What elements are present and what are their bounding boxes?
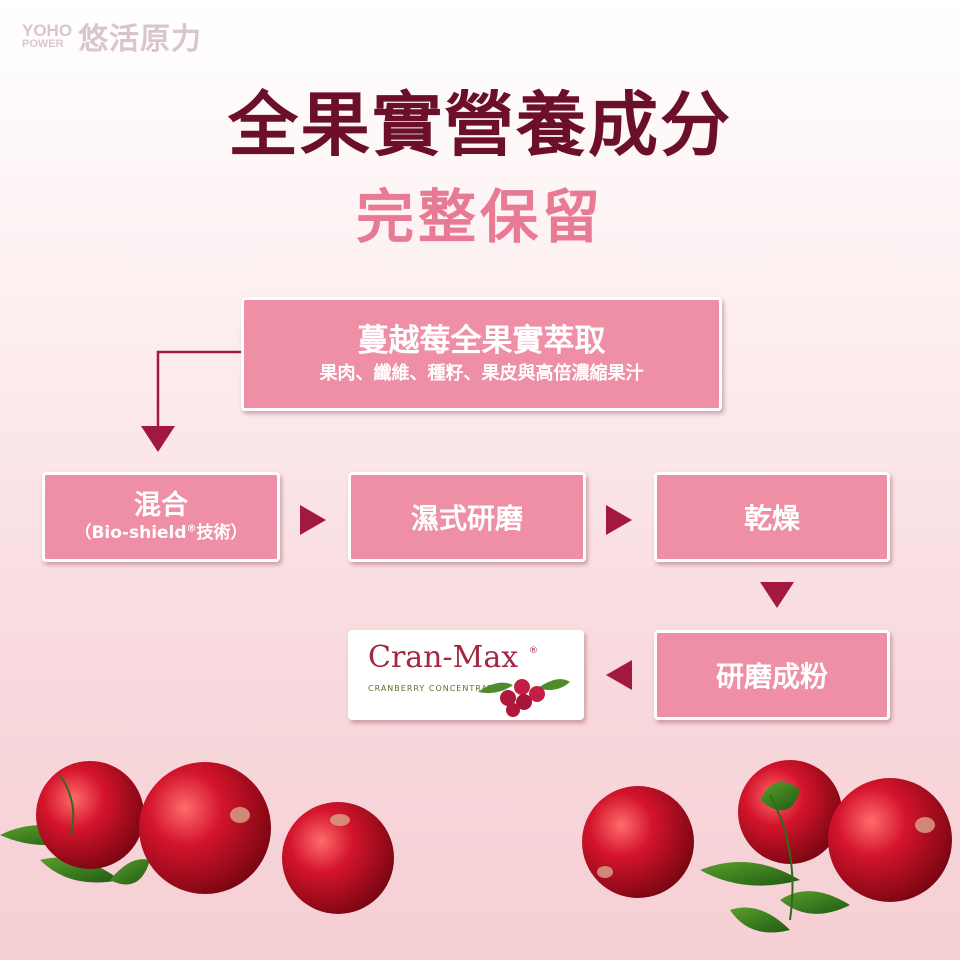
logo-mark: YOHO POWER [22, 22, 72, 50]
logo-power-text: POWER [22, 38, 64, 50]
arrow-down-icon [760, 582, 794, 608]
arrow-right-icon [606, 505, 632, 535]
step-mix-title: 混合 [134, 489, 188, 521]
headline-title: 全果實營養成分 [228, 83, 732, 166]
cranberry [282, 802, 394, 914]
logo-yoho-text: YOHO [22, 21, 73, 40]
step-powder: 研磨成粉 [654, 630, 890, 720]
cranmax-brand-box: Cran-Max ® CRANBERRY CONCENTRATE [348, 630, 584, 720]
step-mix-detail-prefix: （Bio-shield [74, 523, 187, 544]
cranberry [36, 761, 144, 869]
step-wet-grind-title: 濕式研磨 [410, 502, 523, 535]
arrow-left-icon [606, 660, 632, 690]
logo-chinese-name: 悠活原力 [78, 22, 203, 57]
step-dry: 乾燥 [654, 472, 890, 562]
cranberry [738, 760, 842, 864]
step-mix: 混合 （Bio-shield®技術） [42, 472, 280, 562]
cranmax-registered-mark: ® [529, 646, 538, 656]
headline-subtitle: 完整保留 [355, 183, 604, 251]
step-extract: 蔓越莓全果實萃取 果肉、纖維、種籽、果皮與高倍濃縮果汁 [241, 297, 722, 411]
cranmax-subtitle: CRANBERRY CONCENTRATE [368, 684, 500, 693]
step-mix-detail-suffix: 技術） [196, 523, 248, 544]
cranmax-logo-text: Cran-Max [368, 640, 519, 675]
leaf-icon [700, 782, 850, 933]
cranberry-icon [478, 679, 570, 717]
step-powder-title: 研磨成粉 [715, 660, 828, 693]
step-extract-detail: 果肉、纖維、種籽、果皮與高倍濃縮果汁 [319, 362, 644, 384]
step-mix-detail: （Bio-shield®技術） [74, 522, 247, 544]
cranberry [828, 778, 952, 902]
step-extract-title: 蔓越莓全果實萃取 [357, 322, 606, 359]
step-dry-title: 乾燥 [743, 502, 800, 535]
registered-mark: ® [186, 523, 197, 535]
step-wet-grind: 濕式研磨 [348, 472, 586, 562]
arrow-right-icon [300, 505, 326, 535]
cranberry [582, 786, 694, 898]
arrow-down-icon [141, 426, 175, 452]
brand-logo: YOHO POWER 悠活原力 [22, 14, 202, 58]
connector-line-extract-to-mix [156, 350, 241, 428]
cranberry [139, 762, 271, 894]
